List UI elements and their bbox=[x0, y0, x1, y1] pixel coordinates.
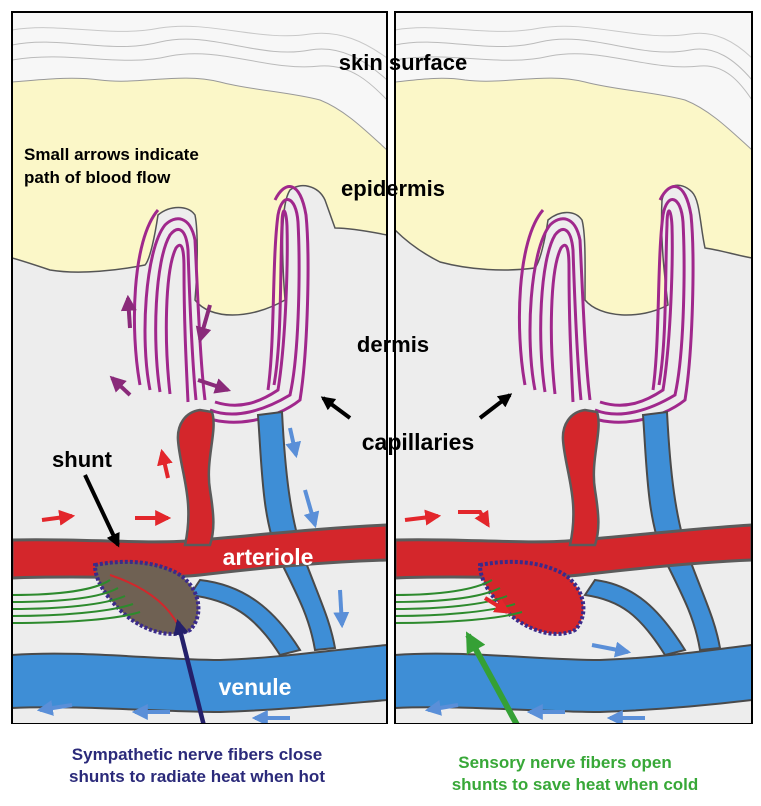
capillaries-label: capillaries bbox=[362, 429, 475, 455]
skin-surface-label: skin surface bbox=[339, 50, 467, 75]
arteriole-label: arteriole bbox=[223, 544, 314, 570]
left-caption-line2: shunts to radiate heat when hot bbox=[69, 767, 325, 786]
venule-label: venule bbox=[219, 674, 292, 700]
left-caption-line1: Sympathetic nerve fibers close bbox=[72, 745, 322, 764]
shunt-label: shunt bbox=[52, 447, 113, 472]
left-panel-hot bbox=[12, 12, 387, 738]
right-caption-line2: shunts to save heat when cold bbox=[452, 775, 699, 794]
dermis-label: dermis bbox=[357, 332, 429, 357]
right-panel-cold bbox=[395, 12, 752, 745]
blood-flow-note-line1: Small arrows indicate bbox=[24, 145, 199, 164]
right-caption-line1: Sensory nerve fibers open bbox=[458, 753, 672, 772]
blood-flow-note-line2: path of blood flow bbox=[24, 168, 171, 187]
epidermis-label: epidermis bbox=[341, 176, 445, 201]
